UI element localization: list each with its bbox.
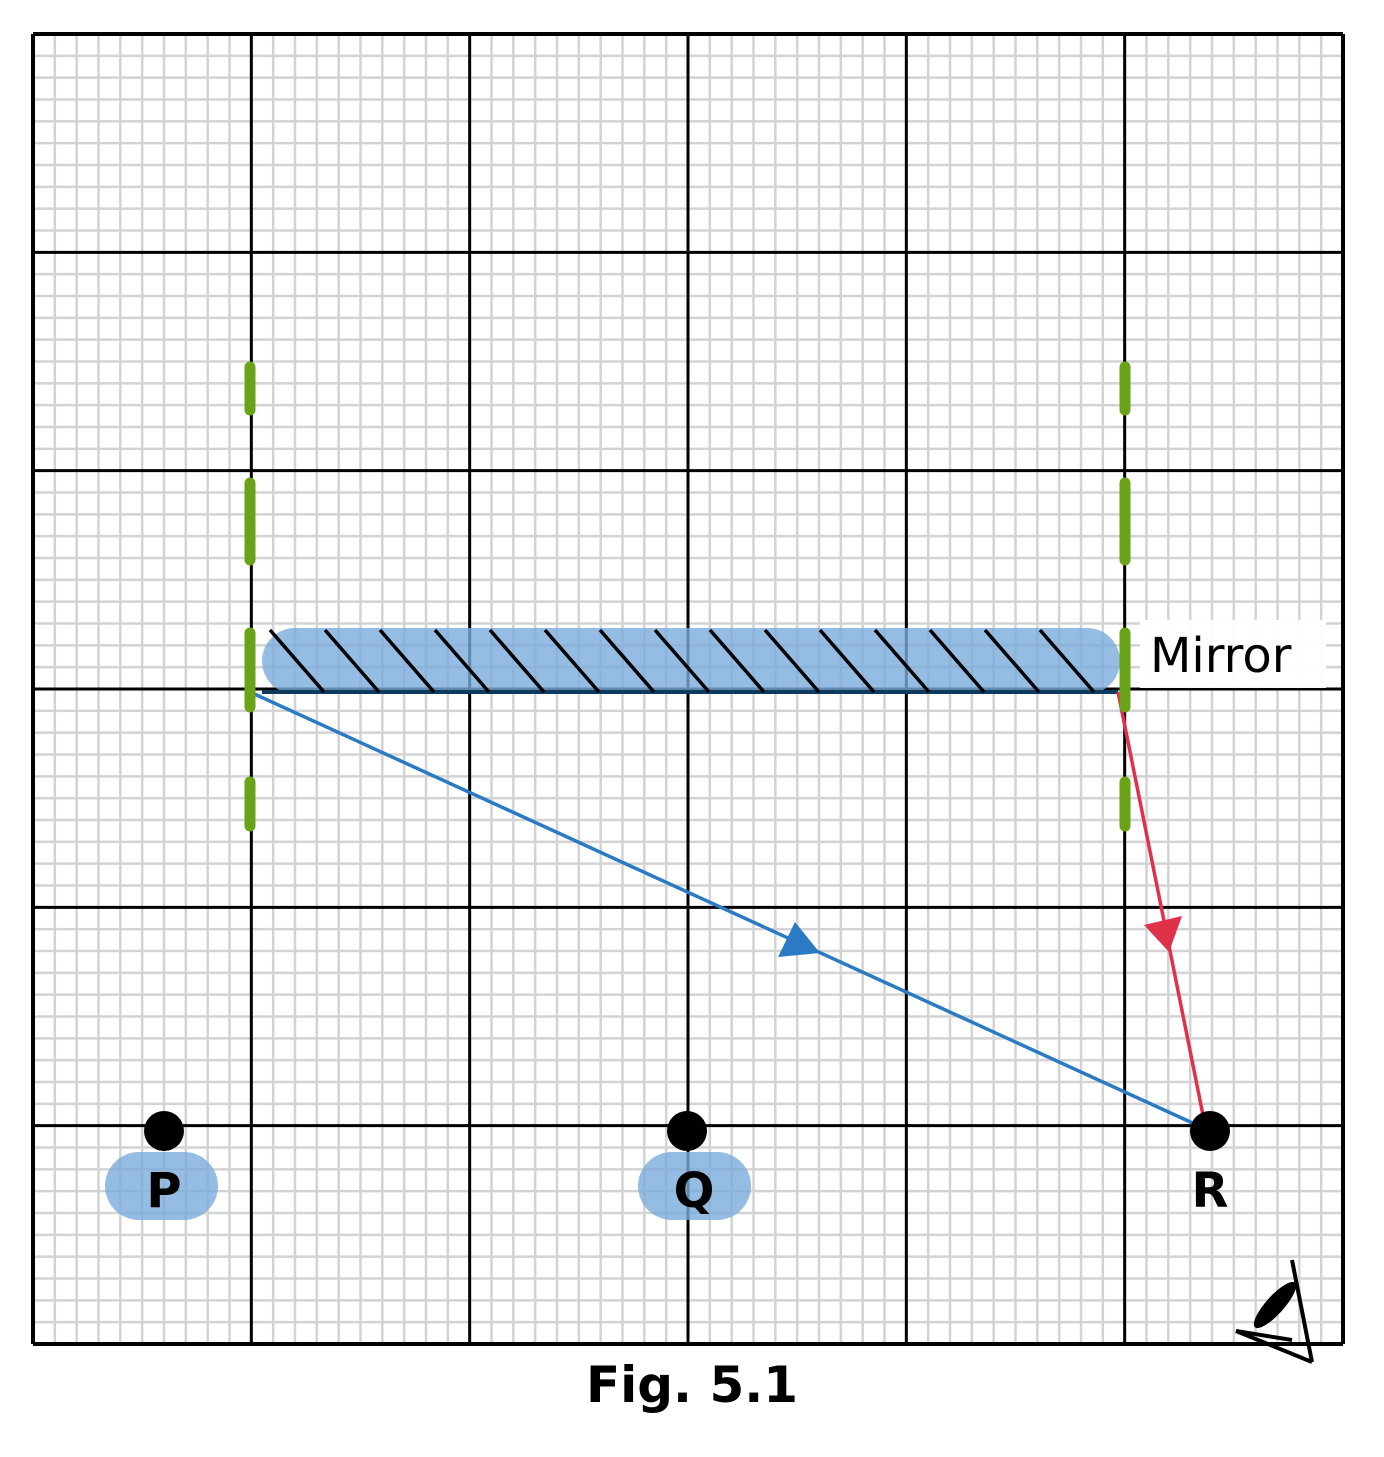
point-p-highlight xyxy=(105,1152,218,1220)
mirror-hatching xyxy=(268,628,1096,694)
red-ray xyxy=(1116,691,1206,1121)
mirror-label-background xyxy=(1140,620,1326,688)
mirror-label: Mirror xyxy=(1150,628,1292,684)
point-p xyxy=(144,1111,184,1151)
point-p-label: P xyxy=(146,1163,181,1219)
point-q xyxy=(667,1111,707,1151)
point-r-label: R xyxy=(1192,1163,1229,1219)
blue-arrowhead xyxy=(778,922,820,957)
figure-caption: Fig. 5.1 xyxy=(585,1356,799,1414)
blue-ray xyxy=(249,690,1211,1133)
point-r xyxy=(1190,1111,1230,1151)
red-arrowhead xyxy=(1144,916,1182,952)
point-q-highlight xyxy=(638,1152,751,1220)
point-q-label: Q xyxy=(674,1163,715,1219)
eye-icon xyxy=(1235,1259,1314,1364)
